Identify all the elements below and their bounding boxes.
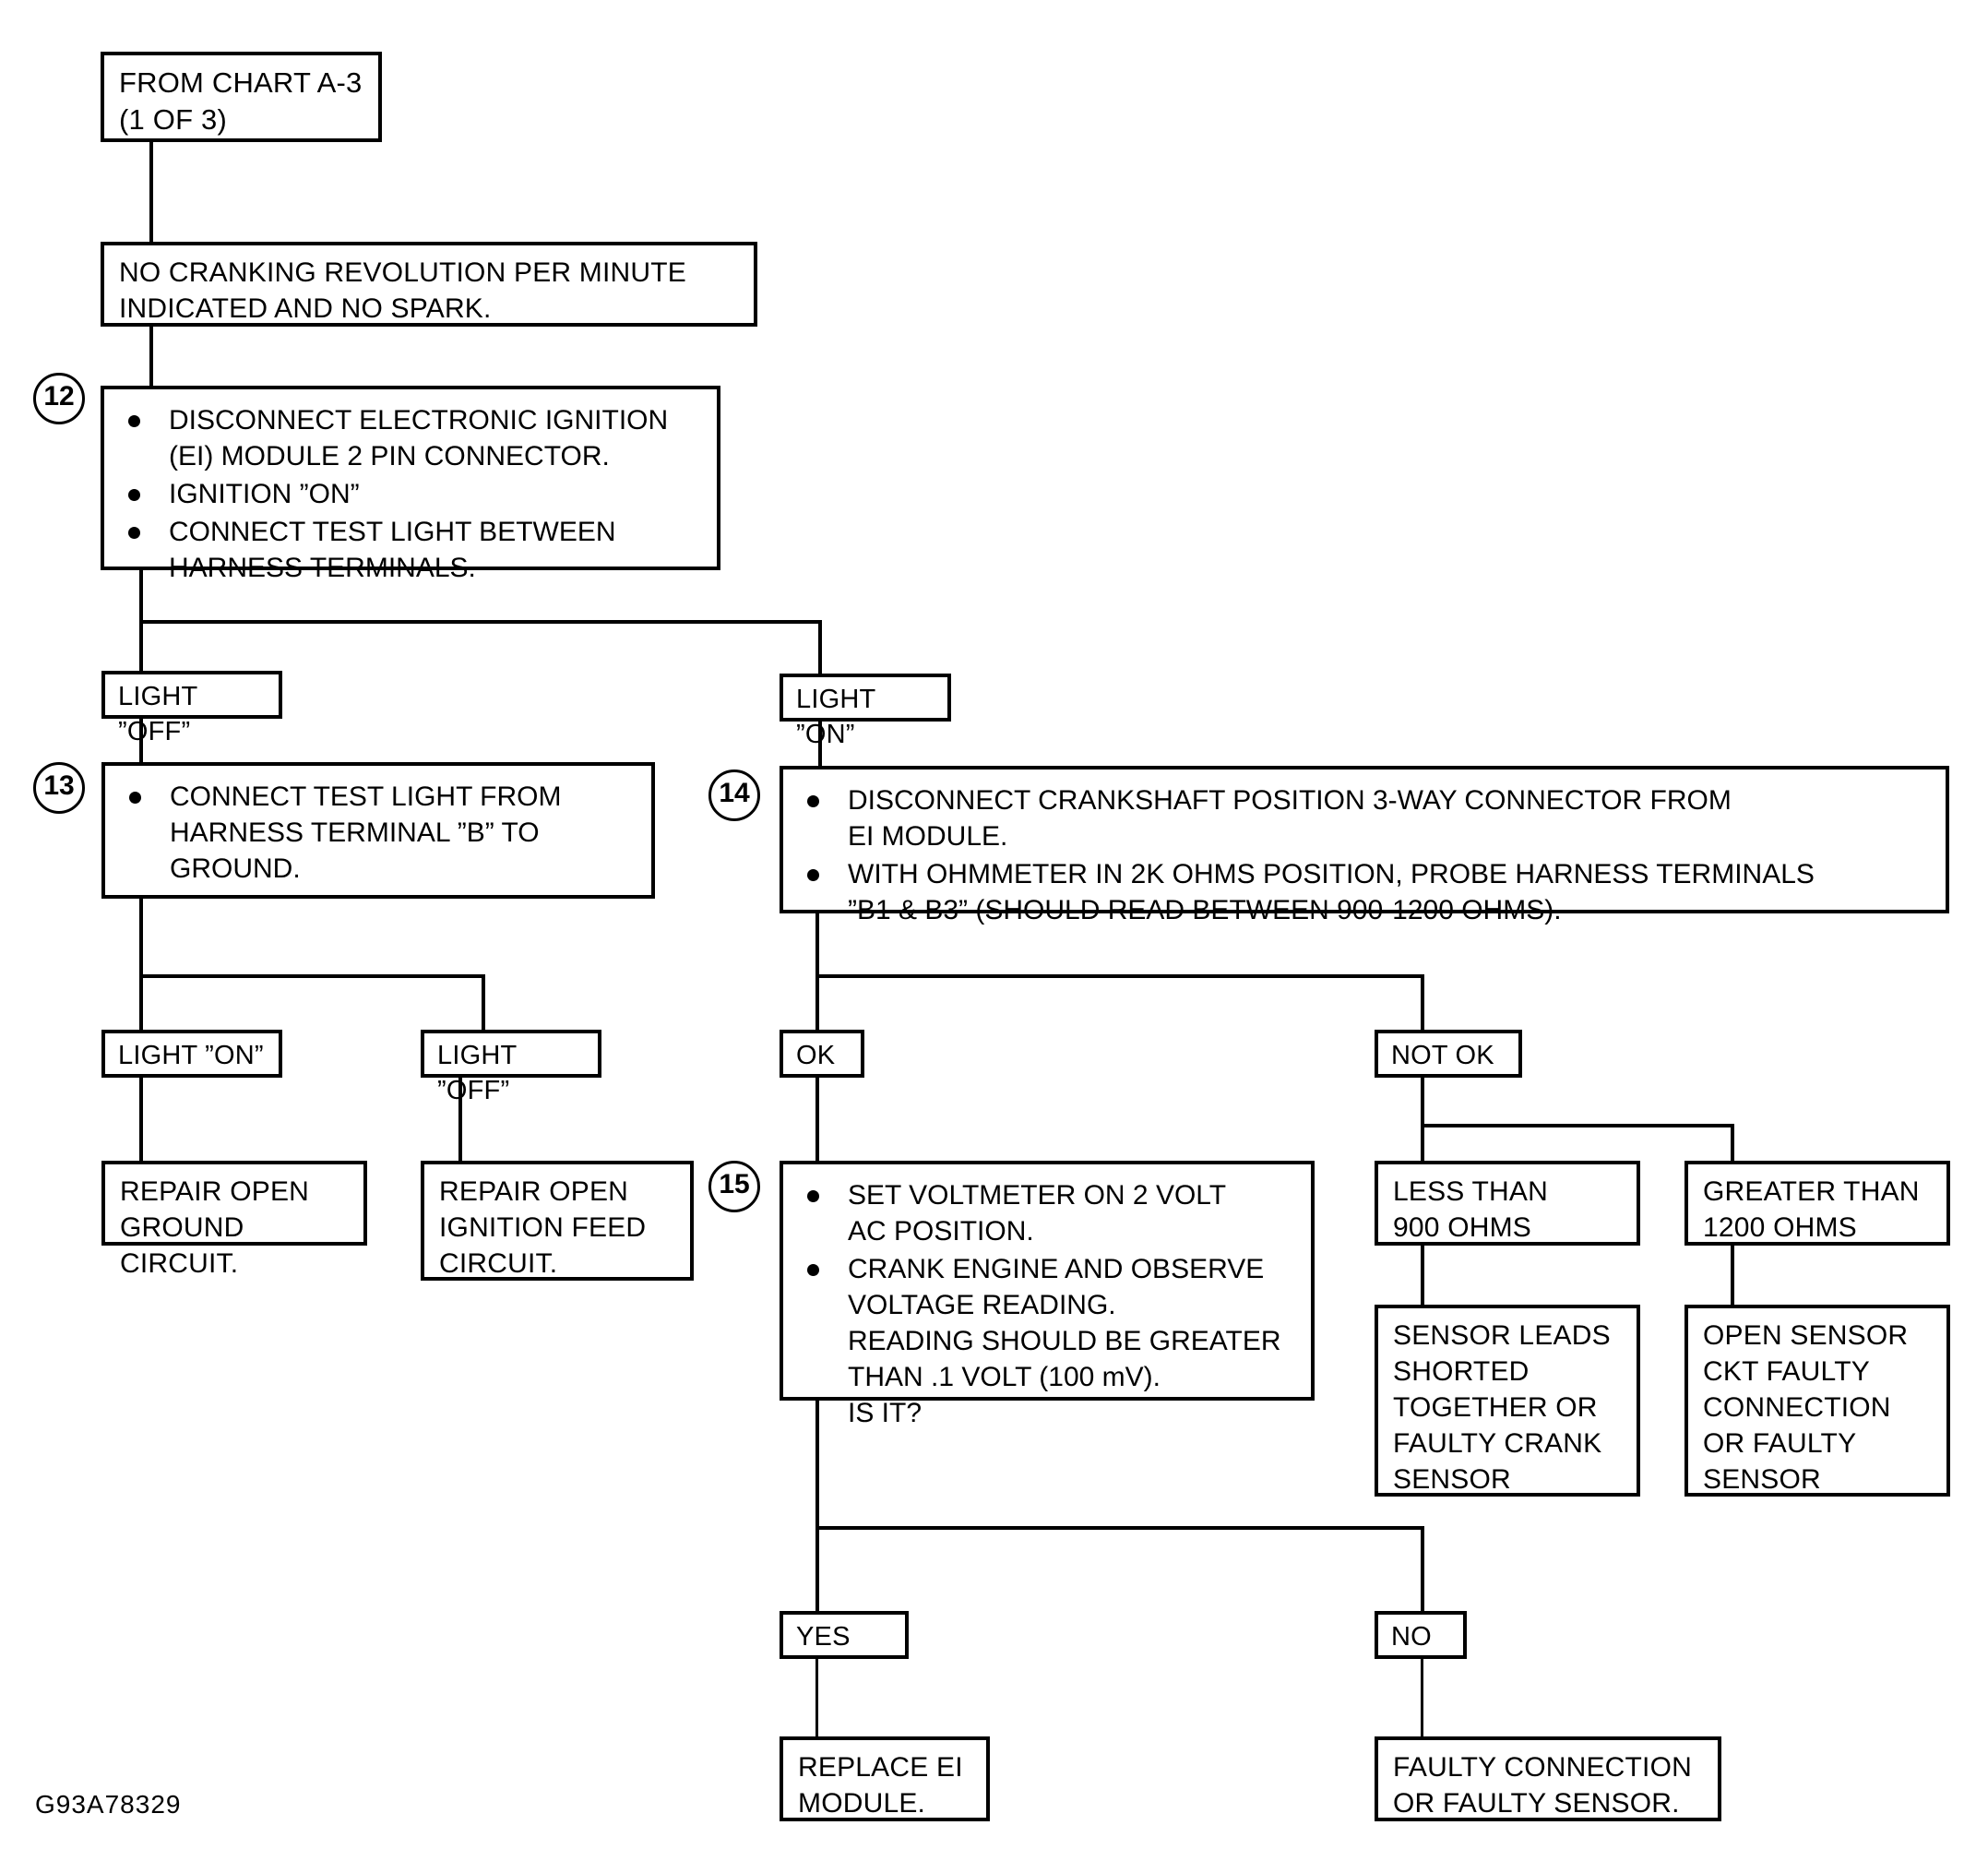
connector-step13-down <box>139 899 143 976</box>
connector-step15-to-yes <box>815 1526 819 1615</box>
node-light-on-2: LIGHT ”ON” <box>101 1030 282 1078</box>
node-symptom: NO CRANKING REVOLUTION PER MINUTE INDICA… <box>101 242 757 327</box>
footer-code: G93A78329 <box>35 1790 182 1819</box>
connector-step12-to-light-off <box>139 620 143 675</box>
node-repair-ground: REPAIR OPEN GROUND CIRCUIT. <box>101 1161 367 1279</box>
node-from-chart: FROM CHART A-3 (1 OF 3) <box>101 52 382 142</box>
connector-step13-to-light-on-2 <box>139 974 143 1032</box>
connector-light-on-2-to-repair-ground <box>139 1078 143 1161</box>
step13-bullet-1: CONNECT TEST LIGHT FROM HARNESS TERMINAL… <box>122 779 640 887</box>
connector-step13-to-light-off-2 <box>482 974 485 1032</box>
connector-not-ok-to-less-than <box>1421 1124 1424 1161</box>
step-number-14: 14 <box>708 769 760 821</box>
node-light-off-1: LIGHT ”OFF” <box>101 671 282 746</box>
connector-step14-to-not-ok <box>1421 974 1424 1032</box>
connector-step12-to-light-on <box>818 620 822 675</box>
node-step14: DISCONNECT CRANKSHAFT POSITION 3-WAY CON… <box>780 766 1949 925</box>
connector-step12-split <box>139 620 822 624</box>
node-no: NO <box>1375 1611 1467 1659</box>
node-step15: SET VOLTMETER ON 2 VOLT AC POSITION. CRA… <box>780 1161 1315 1428</box>
step12-bullet-1: DISCONNECT ELECTRONIC IGNITION (EI) MODU… <box>121 402 706 474</box>
connector-step12-down <box>139 570 143 622</box>
connector-step13-split <box>139 974 485 978</box>
node-light-on-1: LIGHT ”ON” <box>780 674 951 749</box>
connector-step14-to-ok <box>815 974 819 1032</box>
step14-bullet-1: DISCONNECT CRANKSHAFT POSITION 3-WAY CON… <box>800 782 1934 854</box>
connector-light-off-2-to-repair-feed <box>458 1078 462 1161</box>
step15-bullet-1: SET VOLTMETER ON 2 VOLT AC POSITION. <box>800 1177 1300 1249</box>
step14-bullet-2: WITH OHMMETER IN 2K OHMS POSITION, PROBE… <box>800 856 1934 928</box>
connector-no-to-faulty-connection <box>1421 1659 1423 1740</box>
step12-bullet-3: CONNECT TEST LIGHT BETWEEN HARNESS TERMI… <box>121 514 706 586</box>
step-number-13: 13 <box>33 762 85 814</box>
connector-not-ok-to-greater-than <box>1731 1124 1734 1161</box>
connector-light-off-to-step13 <box>139 719 143 763</box>
connector-step14-split <box>815 974 1424 978</box>
connector-light-on-to-step14 <box>818 722 822 766</box>
node-repair-feed: REPAIR OPEN IGNITION FEED CIRCUIT. <box>421 1161 694 1281</box>
connector-greater-than-to-open-sensor <box>1731 1246 1734 1306</box>
node-light-off-2: LIGHT ”OFF” <box>421 1030 601 1105</box>
connector-less-than-to-sensor-shorted <box>1421 1246 1424 1306</box>
node-sensor-leads-shorted: SENSOR LEADS SHORTED TOGETHER OR FAULTY … <box>1375 1305 1640 1497</box>
node-replace-ei-module: REPLACE EI MODULE. <box>780 1736 990 1821</box>
connector-step15-down <box>815 1401 819 1530</box>
node-yes: YES <box>780 1611 909 1659</box>
connector-not-ok-split <box>1421 1124 1734 1127</box>
node-faulty-connection: FAULTY CONNECTION OR FAULTY SENSOR. <box>1375 1736 1721 1821</box>
node-less-than-900: LESS THAN 900 OHMS <box>1375 1161 1640 1246</box>
connector-step15-split <box>815 1526 1424 1530</box>
step-number-15: 15 <box>708 1161 760 1212</box>
node-not-ok: NOT OK <box>1375 1030 1522 1078</box>
step15-bullet-2: CRANK ENGINE AND OBSERVE VOLTAGE READING… <box>800 1251 1300 1431</box>
connector-ok-to-step15 <box>815 1078 819 1161</box>
step-number-12: 12 <box>33 373 85 424</box>
connector-step15-to-no <box>1421 1526 1424 1615</box>
connector-yes-to-replace-module <box>815 1659 818 1740</box>
node-greater-than-1200: GREATER THAN 1200 OHMS <box>1684 1161 1950 1246</box>
connector-symptom-to-step12 <box>149 327 153 386</box>
node-step13: CONNECT TEST LIGHT FROM HARNESS TERMINAL… <box>101 762 655 899</box>
node-step12: DISCONNECT ELECTRONIC IGNITION (EI) MODU… <box>101 386 720 583</box>
connector-from-chart-to-symptom <box>149 142 153 242</box>
node-ok: OK <box>780 1030 864 1078</box>
connector-not-ok-down <box>1421 1078 1424 1126</box>
step12-bullet-2: IGNITION ”ON” <box>121 476 706 512</box>
connector-step14-down <box>815 913 819 978</box>
node-open-sensor-ckt: OPEN SENSOR CKT FAULTY CONNECTION OR FAU… <box>1684 1305 1950 1497</box>
